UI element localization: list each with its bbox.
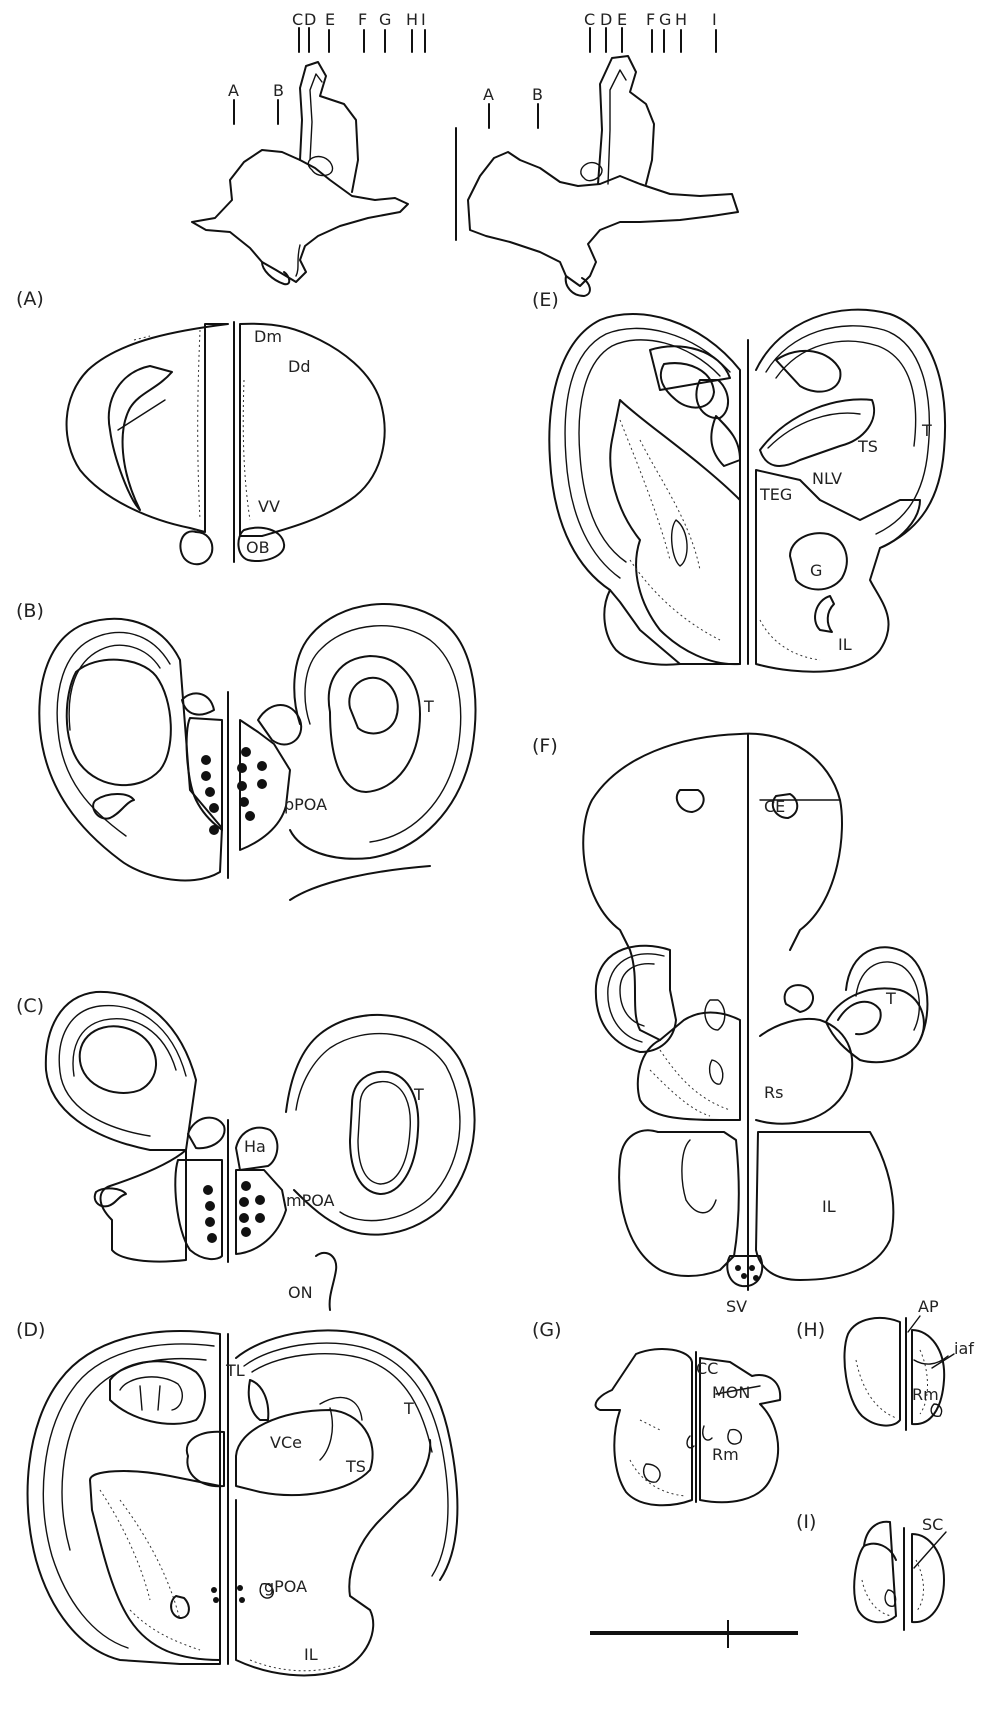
overview-sagittal: C D E F G H I A B C D E F G H I xyxy=(192,10,738,296)
panel-b: (B) T pPOA xyxy=(16,600,475,900)
overview-marker-f-right: F xyxy=(646,10,655,29)
overview-marker-c-right: C xyxy=(584,10,595,29)
overview-marker-d-left: D xyxy=(304,10,316,29)
panel-c-label-on: ON xyxy=(288,1283,313,1302)
panel-g-label-mon: MON xyxy=(712,1383,750,1402)
panel-a-letter: (A) xyxy=(16,288,44,310)
panel-f-label-il: IL xyxy=(822,1197,836,1216)
panel-h-letter: (H) xyxy=(796,1319,825,1341)
panel-i-letter: (I) xyxy=(796,1511,816,1533)
panel-d-label-gpoa: gPOA xyxy=(264,1577,307,1596)
overview-marker-e-right: E xyxy=(617,10,627,29)
overview-marker-g-left: G xyxy=(379,10,391,29)
panel-h: (H) AP iaf Rm xyxy=(796,1297,974,1430)
panel-f-label-t: T xyxy=(885,989,896,1008)
scale-bar xyxy=(590,1620,798,1648)
panel-a: (A) Dm Dd VV OB xyxy=(16,288,385,564)
panel-e-label-teg: TEG xyxy=(759,485,792,504)
overview-marker-h-left: H xyxy=(406,10,418,29)
panel-a-label-dm: Dm xyxy=(254,327,282,346)
panel-i-label-sc: SC xyxy=(922,1515,943,1534)
panel-b-letter: (B) xyxy=(16,600,44,622)
panel-d: (D) TL VCe TS T gPOA IL xyxy=(16,1319,457,1675)
panel-e-label-il: IL xyxy=(838,635,852,654)
panel-c-label-ha: Ha xyxy=(244,1137,266,1156)
panel-c: (C) Ha T mPOA ON xyxy=(16,992,475,1310)
overview-marker-c-left: C xyxy=(292,10,303,29)
panel-g: (G) CC MON Rm xyxy=(532,1319,780,1505)
overview-marker-a-left: A xyxy=(228,81,239,100)
panel-a-label-dd: Dd xyxy=(288,357,310,376)
overview-marker-b-right: B xyxy=(532,85,543,104)
panel-b-label-ppoa: pPOA xyxy=(284,795,327,814)
overview-left-markers: C D E F G H I A B xyxy=(228,10,426,124)
overview-marker-d-right: D xyxy=(600,10,612,29)
panel-b-label-t: T xyxy=(423,697,434,716)
panel-d-label-ts: TS xyxy=(345,1457,366,1476)
panel-i: (I) SC xyxy=(796,1511,946,1630)
overview-marker-e-left: E xyxy=(325,10,335,29)
panel-g-label-cc: CC xyxy=(696,1359,718,1378)
panel-f-letter: (F) xyxy=(532,735,558,757)
panel-e-letter: (E) xyxy=(532,289,559,311)
overview-marker-g-right: G xyxy=(659,10,671,29)
panel-f-label-sv: SV xyxy=(726,1297,747,1316)
panel-e-label-ts: TS xyxy=(857,437,878,456)
overview-marker-a-right: A xyxy=(483,85,494,104)
panel-h-label-iaf: iaf xyxy=(954,1339,974,1358)
panel-c-label-mpoa: mPOA xyxy=(286,1191,335,1210)
overview-marker-h-right: H xyxy=(675,10,687,29)
overview-right-markers: C D E F G H I A B xyxy=(483,10,717,128)
overview-marker-f-left: F xyxy=(358,10,367,29)
overview-marker-i-left: I xyxy=(421,10,426,29)
panel-e: (E) TS T NLV TEG G IL xyxy=(532,289,945,672)
panel-d-label-il: IL xyxy=(304,1645,318,1664)
panel-c-label-t: T xyxy=(413,1085,424,1104)
panel-f-label-rs: Rs xyxy=(764,1083,783,1102)
panel-f-label-ce: CE xyxy=(764,797,785,816)
panel-e-label-nlv: NLV xyxy=(812,469,842,488)
panel-h-label-rm: Rm xyxy=(912,1385,939,1404)
panel-d-label-tl: TL xyxy=(225,1361,245,1380)
panel-g-letter: (G) xyxy=(532,1319,562,1341)
panel-c-letter: (C) xyxy=(16,995,44,1017)
panel-e-label-g: G xyxy=(810,561,822,580)
panel-e-label-t: T xyxy=(921,421,932,440)
panel-g-label-rm: Rm xyxy=(712,1445,739,1464)
panel-f: (F) CE T Rs IL SV xyxy=(532,734,927,1316)
panel-d-label-vce: VCe xyxy=(270,1433,302,1452)
panel-d-letter: (D) xyxy=(16,1319,45,1341)
panel-a-label-ob: OB xyxy=(246,538,270,557)
panel-a-label-vv: VV xyxy=(258,497,280,516)
panel-d-label-t: T xyxy=(403,1399,414,1418)
panel-h-label-ap: AP xyxy=(918,1297,939,1316)
overview-marker-b-left: B xyxy=(273,81,284,100)
overview-marker-i-right: I xyxy=(712,10,717,29)
panel-c-dots xyxy=(203,1181,265,1243)
